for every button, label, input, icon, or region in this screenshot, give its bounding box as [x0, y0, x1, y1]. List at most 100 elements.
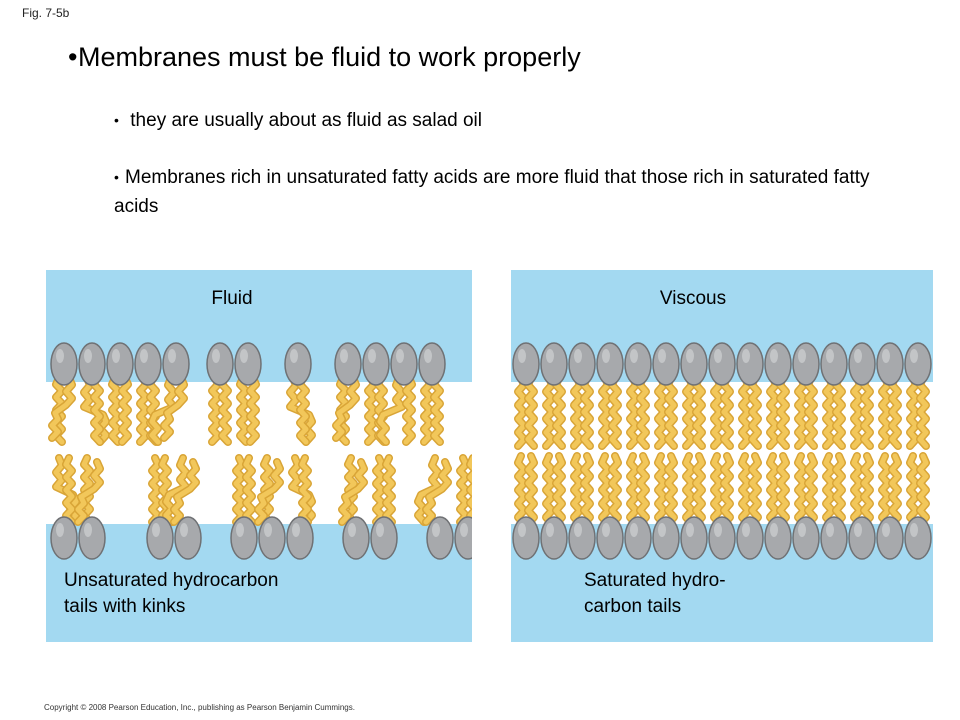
lipid-tail: [261, 455, 273, 525]
head-highlight: [180, 523, 188, 537]
lipid-tail: [171, 459, 199, 525]
lipid-tail: [767, 453, 779, 527]
viscous-caption-line-2: carbon tails: [584, 596, 682, 617]
lipid-tail: [711, 453, 723, 527]
lipid-tail: [665, 375, 677, 449]
viscous-title: Viscous: [659, 288, 727, 309]
phospholipid-head: [512, 516, 540, 560]
head-highlight: [602, 523, 610, 537]
lipid-tail: [907, 453, 919, 527]
lipid-tail: [109, 375, 121, 445]
lipid-tail: [805, 375, 817, 449]
head-highlight: [574, 349, 582, 363]
phospholipid-head: [342, 516, 370, 560]
head-highlight: [368, 349, 376, 363]
head-highlight: [432, 523, 440, 537]
lipid-tail: [609, 453, 621, 527]
head-highlight: [424, 349, 432, 363]
lipid-tail: [861, 453, 873, 527]
phospholipid-head: [106, 342, 134, 386]
phospholipid-head: [596, 342, 624, 386]
head-highlight: [340, 349, 348, 363]
head-highlight: [56, 523, 64, 537]
phospholipid-head: [454, 516, 472, 560]
lipid-tail: [749, 453, 761, 527]
lipid-tail: [693, 375, 705, 449]
lipid-tail: [917, 453, 929, 527]
head-highlight: [630, 349, 638, 363]
lipid-tail: [119, 375, 131, 445]
phospholipid-head: [426, 516, 454, 560]
phospholipid-head: [334, 342, 362, 386]
phospholipid-head: [736, 516, 764, 560]
head-highlight: [84, 349, 92, 363]
phospholipid-head: [680, 516, 708, 560]
head-highlight: [798, 523, 806, 537]
phospholipid-head: [78, 516, 106, 560]
head-highlight: [236, 523, 244, 537]
phospholipid-head: [234, 342, 262, 386]
phospholipid-head: [624, 516, 652, 560]
copyright-notice: Copyright © 2008 Pearson Education, Inc.…: [44, 703, 355, 712]
lipid-tail: [581, 453, 593, 527]
phospholipid-head: [50, 516, 78, 560]
sub-bullet-2-text: Membranes rich in unsaturated fatty acid…: [114, 167, 870, 217]
lipid-tail: [777, 453, 789, 527]
bullet-dot: •: [114, 112, 119, 128]
phospholipid-head: [680, 342, 708, 386]
phospholipid-head: [146, 516, 174, 560]
lipid-tail: [693, 453, 705, 527]
viscous-membrane-panel: Viscous Saturated hydro- carbon tails: [511, 270, 933, 642]
phospholipid-head: [230, 516, 258, 560]
head-highlight: [686, 523, 694, 537]
bullet-dot: •: [68, 42, 78, 72]
fluid-membrane-illustration: [46, 270, 472, 642]
fluid-caption-line-1: Unsaturated hydrocarbon: [64, 570, 279, 591]
phospholipid-head: [820, 342, 848, 386]
lipid-tail: [637, 375, 649, 449]
head-highlight: [826, 349, 834, 363]
lipid-tail: [299, 455, 311, 525]
phospholipid-head: [134, 342, 162, 386]
head-highlight: [854, 523, 862, 537]
phospholipid-head: [708, 516, 736, 560]
phospholipid-head: [708, 342, 736, 386]
phospholipid-head: [876, 342, 904, 386]
lipid-tail: [383, 455, 395, 525]
head-highlight: [742, 523, 750, 537]
head-highlight: [910, 349, 918, 363]
sub-bullet-1-text: they are usually about as fluid as salad…: [130, 110, 482, 131]
phospholipid-head: [792, 342, 820, 386]
phospholipid-head: [820, 516, 848, 560]
head-highlight: [602, 349, 610, 363]
phospholipid-head: [50, 342, 78, 386]
lipid-tail: [91, 375, 103, 445]
lipid-tail: [515, 453, 527, 527]
head-highlight: [348, 523, 356, 537]
head-highlight: [714, 349, 722, 363]
lipid-tail: [889, 375, 901, 449]
lipid-tail: [237, 375, 249, 445]
phospholipid-head: [540, 342, 568, 386]
phospholipid-head: [286, 516, 314, 560]
fluid-membrane-panel: Fluid Unsaturated hydrocarbon tails with…: [46, 270, 472, 642]
head-highlight: [84, 523, 92, 537]
fluid-caption-line-2: tails with kinks: [64, 596, 186, 617]
lipid-tail: [333, 375, 359, 441]
lipid-tail: [81, 455, 93, 525]
phospholipid-head: [362, 342, 390, 386]
phospholipid-head: [764, 342, 792, 386]
lipid-tail: [525, 375, 537, 449]
lipid-tail: [553, 375, 565, 449]
head-highlight: [910, 523, 918, 537]
head-highlight: [152, 523, 160, 537]
head-highlight: [546, 523, 554, 537]
head-highlight: [798, 349, 806, 363]
lipid-tail: [917, 375, 929, 449]
phospholipid-head: [78, 342, 106, 386]
lipid-tail: [833, 453, 845, 527]
lipid-tail: [721, 453, 733, 527]
lipid-tail: [683, 453, 695, 527]
phospholipid-head: [764, 516, 792, 560]
lipid-tail: [377, 375, 405, 445]
